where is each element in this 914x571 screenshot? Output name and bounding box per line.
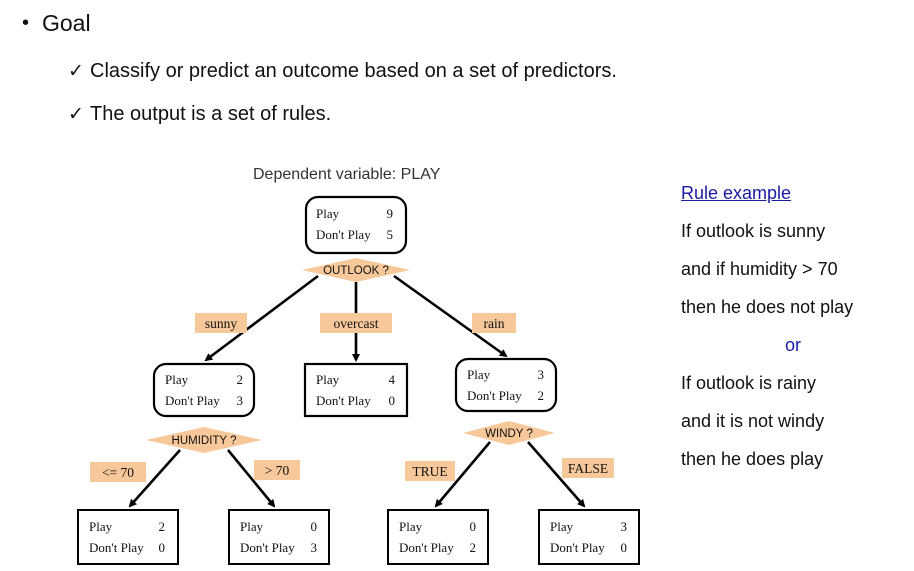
- edge-label-false: FALSE: [562, 458, 614, 478]
- node-rain: Play 3 Don't Play 2: [454, 357, 558, 413]
- check-icon: ✓: [68, 61, 84, 82]
- svg-text:4: 4: [389, 372, 396, 387]
- svg-text:Play: Play: [550, 519, 574, 534]
- edge-rain-true: [434, 441, 491, 508]
- svg-text:Don't Play: Don't Play: [467, 388, 522, 403]
- svg-text:2: 2: [159, 519, 166, 534]
- edge-label-sunny: sunny: [195, 313, 247, 333]
- svg-text:Play: Play: [467, 367, 491, 382]
- svg-text:<= 70: <= 70: [102, 465, 134, 480]
- tree-edges: [128, 274, 586, 508]
- svg-text:OUTLOOK ?: OUTLOOK ?: [323, 265, 389, 277]
- svg-text:rain: rain: [484, 316, 505, 331]
- split-windy: WINDY ?: [463, 421, 555, 445]
- edge-sunny-gt70: [226, 449, 276, 508]
- goal-point-2: ✓ The output is a set of rules.: [68, 103, 331, 126]
- rule-separator: or: [785, 335, 802, 355]
- svg-text:TRUE: TRUE: [412, 464, 447, 479]
- goal-heading: Goal: [42, 10, 91, 36]
- svg-text:Don't Play: Don't Play: [316, 393, 371, 408]
- svg-text:Play: Play: [89, 519, 113, 534]
- edge-root-sunny: [204, 274, 319, 362]
- node-sunny: Play 2 Don't Play 3: [152, 362, 256, 418]
- edge-label-le70: <= 70: [90, 462, 146, 482]
- svg-text:2: 2: [470, 540, 477, 555]
- node-overcast: Play 4 Don't Play 0: [303, 362, 409, 418]
- svg-text:3: 3: [237, 393, 244, 408]
- edge-label-rain: rain: [472, 313, 516, 333]
- goal-point-text: Classify or predict an outcome based on …: [90, 60, 617, 82]
- svg-text:5: 5: [387, 227, 394, 242]
- svg-text:Don't Play: Don't Play: [240, 540, 295, 555]
- check-icon: ✓: [68, 104, 84, 125]
- svg-text:0: 0: [389, 393, 396, 408]
- svg-text:Don't Play: Don't Play: [165, 393, 220, 408]
- svg-text:3: 3: [621, 519, 628, 534]
- rule1-line: then he does not play: [681, 297, 854, 317]
- svg-text:Don't Play: Don't Play: [399, 540, 454, 555]
- rule-example-panel: Rule example If outlook is sunny and if …: [681, 180, 911, 484]
- svg-text:Don't Play: Don't Play: [316, 227, 371, 242]
- svg-text:0: 0: [311, 519, 318, 534]
- svg-text:3: 3: [538, 367, 545, 382]
- svg-text:Don't Play: Don't Play: [89, 540, 144, 555]
- svg-text:3: 3: [311, 540, 318, 555]
- svg-text:Don't Play: Don't Play: [550, 540, 605, 555]
- edge-sunny-le70: [128, 449, 181, 508]
- leaf-humidity-high: Play 0 Don't Play 3: [228, 509, 330, 565]
- svg-text:2: 2: [538, 388, 545, 403]
- svg-text:2: 2: [237, 372, 244, 387]
- svg-text:Play: Play: [399, 519, 423, 534]
- goal-bullet: • Goal: [22, 10, 91, 37]
- svg-text:9: 9: [387, 206, 394, 221]
- node-root: Play 9 Don't Play 5: [304, 195, 408, 255]
- goal-point-text: The output is a set of rules.: [90, 103, 332, 125]
- rule-example-title: Rule example: [681, 183, 792, 203]
- edge-root-rain: [393, 274, 508, 358]
- edge-label-gt70: > 70: [254, 460, 300, 480]
- svg-text:Play: Play: [316, 206, 340, 221]
- edge-label-overcast: overcast: [320, 313, 392, 333]
- svg-text:Play: Play: [165, 372, 189, 387]
- svg-text:> 70: > 70: [265, 463, 290, 478]
- svg-text:HUMIDITY ?: HUMIDITY ?: [172, 435, 237, 447]
- leaf-windy-true: Play 0 Don't Play 2: [387, 509, 489, 565]
- edge-rain-false: [527, 441, 586, 508]
- rule2-line: If outlook is rainy: [681, 373, 817, 393]
- diagram-caption: Dependent variable: PLAY: [253, 166, 441, 183]
- rule1-line: and if humidity > 70: [681, 259, 838, 279]
- leaf-humidity-low: Play 2 Don't Play 0: [77, 509, 179, 565]
- svg-text:0: 0: [159, 540, 166, 555]
- split-humidity: HUMIDITY ?: [146, 427, 262, 453]
- edge-label-true: TRUE: [405, 461, 455, 481]
- svg-text:sunny: sunny: [205, 316, 238, 331]
- svg-text:0: 0: [621, 540, 628, 555]
- rule2-line: and it is not windy: [681, 411, 825, 431]
- bullet-icon: •: [22, 12, 30, 34]
- svg-text:Play: Play: [240, 519, 264, 534]
- svg-text:Play: Play: [316, 372, 340, 387]
- split-outlook: OUTLOOK ?: [302, 258, 410, 282]
- rule2-line: then he does play: [681, 449, 824, 469]
- svg-text:0: 0: [470, 519, 477, 534]
- svg-text:WINDY ?: WINDY ?: [485, 428, 533, 440]
- svg-text:FALSE: FALSE: [568, 461, 608, 476]
- goal-point-1: ✓ Classify or predict an outcome based o…: [68, 60, 617, 83]
- svg-text:overcast: overcast: [334, 316, 379, 331]
- leaf-windy-false: Play 3 Don't Play 0: [538, 509, 640, 565]
- rule1-line: If outlook is sunny: [681, 221, 826, 241]
